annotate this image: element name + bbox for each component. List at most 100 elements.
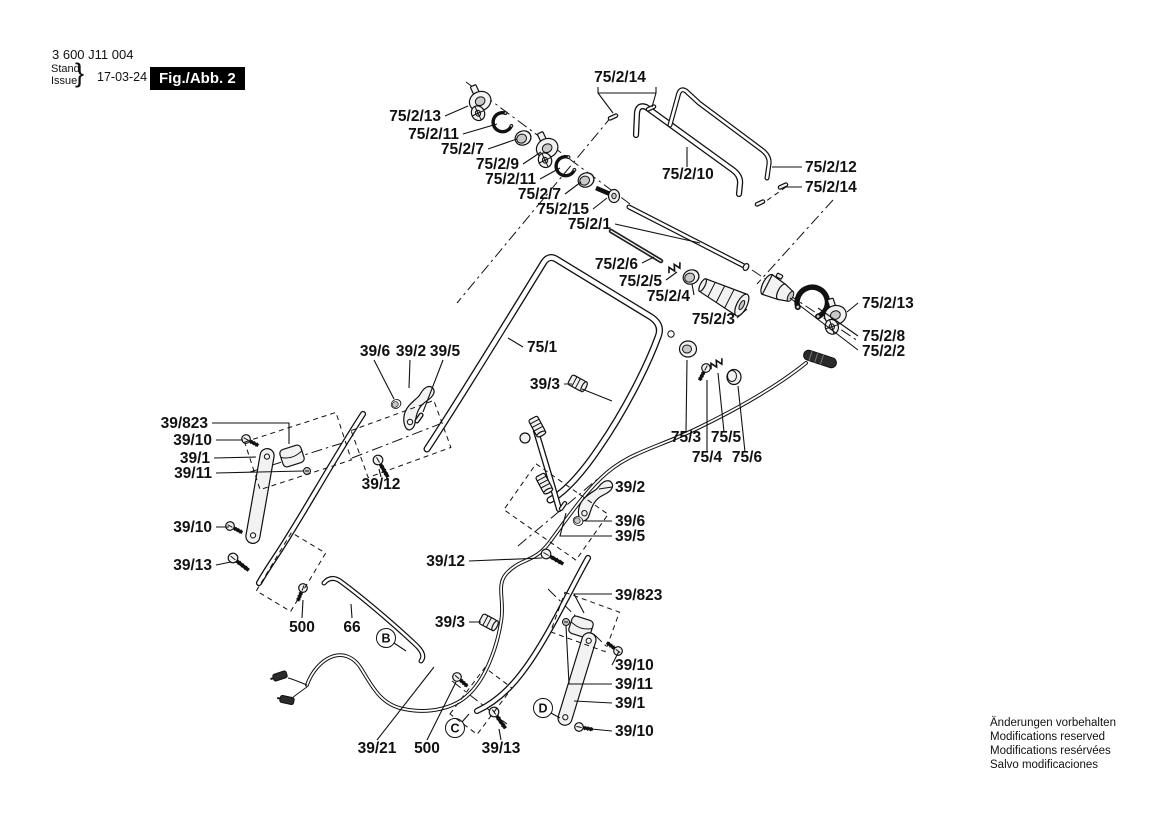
part-label-75-2-13-a: 75/2/13 bbox=[389, 108, 441, 125]
notice-line-en: Modifications reserved bbox=[990, 731, 1106, 743]
part-label-75-2-9: 75/2/9 bbox=[476, 156, 519, 173]
notice-line-de: Änderungen vorbehalten bbox=[990, 717, 1116, 729]
part-label-75-2-14-top: 75/2/14 bbox=[594, 69, 646, 86]
pad-39-823-a bbox=[278, 443, 306, 469]
part-label-39-1-a: 39/1 bbox=[180, 450, 211, 467]
part-label-500-a: 500 bbox=[289, 619, 315, 636]
part-label-39-10-d: 39/10 bbox=[615, 723, 654, 740]
callout-letter-b: B bbox=[381, 632, 390, 646]
nut-75-2-4 bbox=[680, 266, 702, 288]
callout-circle-b bbox=[376, 628, 396, 648]
part-label-39-6-a: 39/6 bbox=[360, 343, 391, 360]
clamp-lever-39-2-a bbox=[403, 385, 435, 431]
nut-39-6-a bbox=[389, 397, 403, 411]
notice-line-es: Salvo modificaciones bbox=[990, 759, 1099, 771]
part-label-39-823-b: 39/823 bbox=[615, 587, 663, 604]
issue-label: Issue bbox=[51, 74, 78, 87]
figure-badge: Fig./Abb. 2 bbox=[150, 67, 245, 90]
screw-39-13-b bbox=[485, 703, 512, 733]
part-label-39-1-b: 39/1 bbox=[615, 695, 646, 712]
spring-75-5 bbox=[707, 356, 726, 371]
leader-lines bbox=[212, 87, 859, 741]
screw-39-11-b bbox=[562, 618, 570, 626]
part-label-39-6-b: 39/6 bbox=[615, 513, 646, 530]
part-label-75-2-12: 75/2/12 bbox=[805, 159, 857, 176]
part-label-39-12-b: 39/12 bbox=[426, 553, 465, 570]
part-label-75-2-6: 75/2/6 bbox=[595, 256, 638, 273]
washer-75-2-15 bbox=[596, 188, 620, 203]
part-label-39-10-b: 39/10 bbox=[173, 519, 212, 536]
part-label-39-2-b: 39/2 bbox=[615, 479, 645, 496]
callout-letter-c: C bbox=[450, 722, 459, 736]
part-label-75-2-1: 75/2/1 bbox=[568, 216, 611, 233]
clip-39-3-b bbox=[477, 612, 501, 633]
cap-75-6 bbox=[726, 368, 742, 386]
part-label-75-2-13-b: 75/2/13 bbox=[862, 295, 914, 312]
part-label-75-2-8: 75/2/8 bbox=[862, 328, 905, 345]
brace-glyph: } bbox=[75, 58, 85, 88]
part-label-75-2-7-b: 75/2/7 bbox=[518, 186, 561, 203]
part-label-75-6: 75/6 bbox=[732, 449, 763, 466]
brace-bar-39-1-b bbox=[555, 630, 599, 728]
handle-corner-hole bbox=[667, 330, 675, 338]
part-label-500-b: 500 bbox=[414, 740, 440, 757]
brace-bar-39-1-a bbox=[244, 446, 276, 546]
part-label-75-2-11-a: 75/2/11 bbox=[408, 126, 459, 143]
part-label-75-2-11-b: 75/2/11 bbox=[485, 171, 536, 188]
clip-75-2-11-a bbox=[488, 108, 516, 137]
nut-75-2-7-a bbox=[512, 127, 534, 149]
part-label-39-11-b: 39/11 bbox=[615, 676, 653, 693]
spring-75-2-5 bbox=[665, 260, 684, 275]
part-label-75-1: 75/1 bbox=[527, 339, 558, 356]
bolt-39-12-b bbox=[537, 545, 568, 570]
screw-39-10-b bbox=[222, 518, 246, 538]
screw-39-10-d bbox=[572, 720, 596, 736]
part-label-75-2-3: 75/2/3 bbox=[692, 311, 735, 328]
nut-75-2-7-b bbox=[575, 169, 597, 191]
dashed-detail-boxes bbox=[243, 186, 787, 736]
part-label-75-5: 75/5 bbox=[711, 429, 742, 446]
part-label-39-13-a: 39/13 bbox=[173, 557, 212, 574]
stand-label: Stand bbox=[51, 63, 80, 75]
callout-markers: B C D bbox=[376, 628, 553, 738]
pin-75-2-14 bbox=[607, 112, 619, 122]
part-label-75-2-7-a: 75/2/7 bbox=[441, 141, 484, 158]
cable-connector-icon bbox=[268, 669, 289, 684]
screw-39-10-c bbox=[602, 637, 626, 659]
expander-knob bbox=[519, 432, 531, 444]
callout-circle-d bbox=[533, 698, 553, 718]
part-label-75-4: 75/4 bbox=[692, 449, 723, 466]
part-label-39-3-b: 39/3 bbox=[435, 614, 466, 631]
part-labels: 75/2/14 75/2/13 75/2/11 75/2/7 75/2/9 75… bbox=[161, 69, 915, 757]
part-label-39-5-b: 39/5 bbox=[615, 528, 646, 545]
part-label-39-823-a: 39/823 bbox=[161, 415, 209, 432]
part-label-39-12-a: 39/12 bbox=[362, 476, 401, 493]
part-label-75-2-14-right: 75/2/14 bbox=[805, 179, 857, 196]
notice-line-fr: Modifications resérvées bbox=[990, 745, 1111, 757]
callout-letter-d: D bbox=[538, 702, 547, 716]
part-label-39-11-a: 39/11 bbox=[174, 465, 212, 482]
exploded-parts bbox=[222, 80, 852, 736]
document-part-number: 3 600 J11 004 bbox=[52, 47, 134, 62]
part-label-66: 66 bbox=[343, 619, 361, 636]
clip-75-2-11-b bbox=[551, 152, 579, 181]
part-label-39-10-a: 39/10 bbox=[173, 432, 212, 449]
cable-connector-icon bbox=[275, 693, 296, 706]
stand-issue-labels: Stand Issue bbox=[51, 63, 80, 87]
caster-75-2-9 bbox=[527, 127, 566, 171]
screw-39-10-a bbox=[238, 431, 262, 451]
knob-disk-75-3 bbox=[678, 340, 698, 358]
part-label-75-2-15: 75/2/15 bbox=[537, 201, 589, 218]
part-label-75-2-2: 75/2/2 bbox=[862, 343, 905, 360]
modifications-notice: Änderungen vorbehalten Modifications res… bbox=[990, 716, 1116, 772]
part-label-75-2-5: 75/2/5 bbox=[619, 273, 662, 290]
cable-guard-66 bbox=[321, 575, 426, 664]
handle-tubes bbox=[255, 87, 772, 715]
part-label-39-10-c: 39/10 bbox=[615, 657, 654, 674]
hub-75-2-2 bbox=[757, 268, 801, 308]
callout-circle-c bbox=[445, 718, 465, 738]
expander-plug bbox=[527, 415, 548, 439]
issue-date: 17-03-24 bbox=[97, 70, 148, 84]
